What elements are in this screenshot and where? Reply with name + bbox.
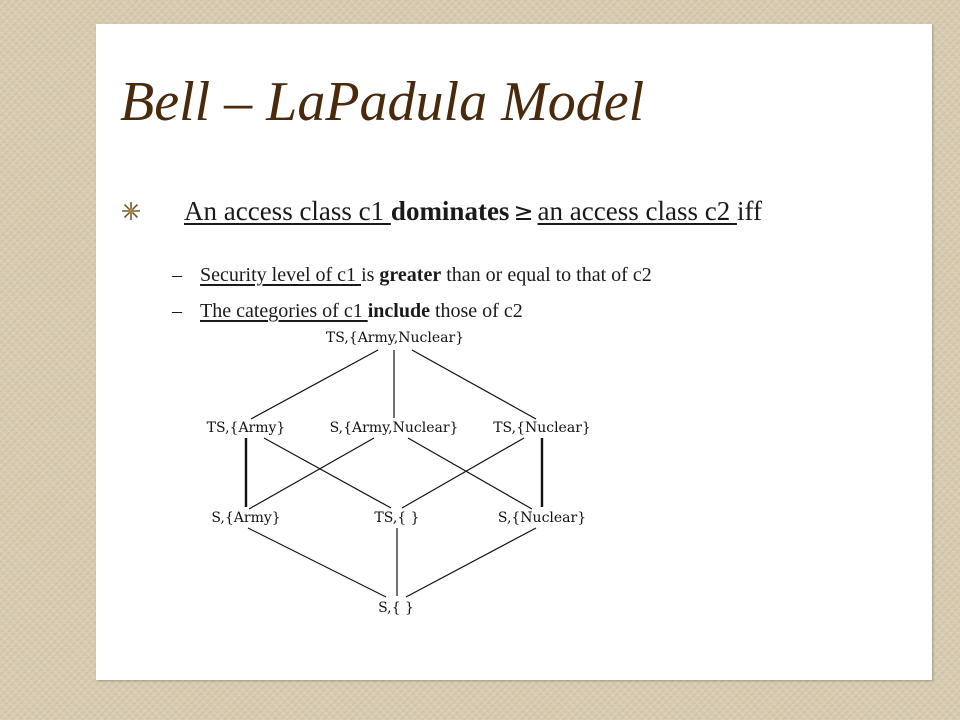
sub-item-rest: those of c2 [429,300,523,322]
node-ts-army: TS,{Army} [207,420,286,436]
bullet-mid: an access class c2 [537,196,737,226]
edge-s-army-nuclear-s-army [248,437,375,510]
security-lattice-diagram: TS,{Army,Nuclear} TS,{Army} S,{Army,Nucl… [207,330,591,616]
node-ts-army-nuclear: TS,{Army,Nuclear} [326,330,464,346]
node-ts-empty: TS,{ } [374,510,419,526]
node-s-army: S,{Army} [211,510,280,526]
edge-top-ts-army [250,349,379,420]
edge-ts-nuclear-ts-empty [401,437,525,509]
slide-title: Bell – LaPadula Model [120,71,645,133]
sub-item-dash: – [172,264,182,286]
lattice-edges [244,349,544,598]
bullet-suffix: iff [736,196,762,226]
dominates-symbol: ≥ [513,198,534,226]
node-ts-nuclear: TS,{Nuclear} [493,420,591,436]
bullet-dominates: dominates [390,196,510,226]
sub-item-underlined: Security level of c1 [200,264,362,286]
sub-item-plain: is [361,264,380,286]
edge-s-army-bottom [247,527,387,598]
edge-ts-army-ts-empty [263,437,392,509]
slide-panel: Bell – LaPadula Model An access class c1… [96,24,932,680]
edge-top-ts-nuclear [411,349,537,420]
edge-s-army-nuclear-s-nuclear [407,437,533,510]
node-s-army-nuclear: S,{Army,Nuclear} [330,420,459,436]
node-s-empty: S,{ } [378,600,414,616]
bullet-prefix: An access class c1 [184,196,391,226]
edge-s-nuclear-bottom [405,527,537,598]
sub-item-underlined: The categories of c1 [200,300,368,322]
sub-item-security-level: –Security level of c1 is greater than or… [172,262,652,288]
node-s-nuclear: S,{Nuclear} [498,510,586,526]
sub-item-bold: greater [379,264,442,286]
sub-item-rest: than or equal to that of c2 [441,264,652,286]
sparkle-bullet-icon [122,202,140,220]
sub-item-categories: –The categories of c1 include those of c… [172,298,523,324]
sub-item-bold: include [367,300,430,322]
sub-item-dash: – [172,300,182,322]
